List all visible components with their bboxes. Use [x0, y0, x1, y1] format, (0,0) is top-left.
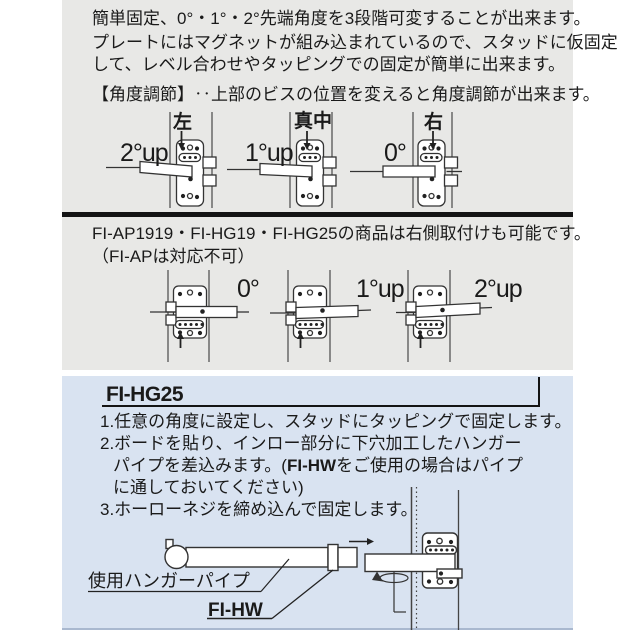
step-2-cont: パイプを差込みます。(FI-HWをご使用の場合はパイプ [113, 455, 523, 476]
section-divider [62, 212, 573, 217]
step-3: 3.ホーローネジを締め込んで固定します。 [100, 500, 418, 519]
angle-label: 2°up [120, 139, 169, 167]
bracket-0deg-right [350, 131, 462, 207]
angle-label: 0° [384, 139, 407, 167]
bracket-2up [396, 285, 493, 348]
angle-label: 2°up [474, 275, 523, 303]
angle-label: 0° [237, 275, 260, 303]
bracket-1up [270, 285, 372, 348]
screw-position-label: 左 [173, 112, 193, 133]
pipe-label: 使用ハンガーパイプ [88, 571, 250, 591]
left-mount-diagram-svg [106, 112, 462, 208]
step-2b-pre: パイプを差込みます。( [113, 456, 287, 475]
bracket-0deg [150, 285, 249, 348]
step-2b-product: FI-HW [286, 456, 337, 475]
step-2-cont2: に通しておいてください) [113, 478, 304, 497]
intro-line-3: して、レベル合わせやタッピングでの固定が簡単に出来ます。 [92, 55, 565, 74]
down-arrow-icon [303, 131, 311, 150]
step-2: 2.ボードを貼り、インロー部分に下穴加工したハンガー [100, 434, 522, 453]
fi-hg25-instruction-panel [62, 376, 573, 630]
down-arrow-icon [178, 131, 185, 150]
title-underline-tick [538, 377, 540, 407]
product-title: FI-HG25 [106, 383, 184, 406]
insert-arrow-icon [349, 538, 374, 545]
angle-label: 1°up [245, 139, 294, 167]
up-arrow-icon [177, 332, 184, 348]
right-mount-line-2: （FI-APは対応不可） [92, 247, 255, 266]
label-leader-lines [88, 558, 334, 620]
wall-bracket [364, 532, 463, 589]
intro-line-2: プレートにはマグネットが組み込まれているので、スタッドに仮固定 [92, 33, 618, 52]
rotation-arrow-icon [372, 571, 409, 613]
angle-label: 1°up [356, 275, 405, 303]
intro-line-1: 簡単固定、0°・1°・2°先端角度を3段階可変することが出来ます。 [92, 9, 591, 28]
sleeve-label: FI-HW [208, 600, 263, 621]
hanger-pipe [164, 538, 358, 572]
angle-adjust-note: 【角度調節】‥上部のビスの位置を変えると角度調節が出来ます。 [92, 85, 600, 104]
right-mount-diagram-svg [150, 270, 493, 362]
title-underline [102, 405, 540, 407]
pipe-stub [364, 553, 456, 573]
right-mount-line-1: FI-AP1919・FI-HG19・FI-HG25の商品は右側取付けも可能です。 [92, 224, 591, 243]
screw-position-label: 右 [424, 112, 444, 133]
up-arrow-icon [417, 332, 424, 348]
bracket-1up-middle [227, 131, 337, 207]
assembly-diagram-svg [88, 487, 463, 630]
step-2b-post: をご使用の場合はパイプ [336, 456, 524, 475]
screw-position-label: 真中 [294, 111, 333, 132]
down-arrow-icon [429, 131, 437, 150]
step-1: 1.任意の角度に設定し、スタッドにタッピングで固定します。 [100, 412, 572, 431]
up-arrow-icon [297, 332, 304, 348]
bracket-2up-left [106, 131, 217, 207]
